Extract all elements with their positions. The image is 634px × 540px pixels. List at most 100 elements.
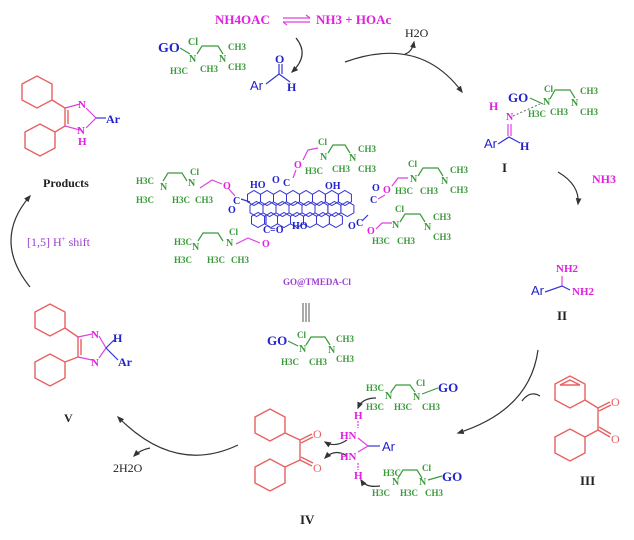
ar-label: Ar (531, 283, 545, 298)
o-label: O (275, 52, 284, 66)
ch3-label: CH3 (397, 236, 416, 246)
h3c-label: H3C (366, 402, 384, 412)
go-label: GO (438, 380, 458, 395)
n-label: N (78, 99, 86, 111)
graphene-ring (316, 211, 330, 229)
n-label: N (392, 477, 400, 488)
o-label: O (372, 183, 380, 194)
intermediate-label-II: II (557, 308, 567, 323)
catalyst-fragment-top: GO Cl N N CH3 CH3 H3C CH3 (158, 37, 247, 76)
h3c-label: H3C (136, 176, 154, 186)
h-label: H (287, 80, 297, 94)
intermediate-III-benzil: O O III (554, 375, 620, 488)
ammonia-addition-arrow-icon (290, 37, 303, 73)
h3c-label: H3C (528, 109, 546, 119)
go-tmeda-cl-catalyst: HO OH HO O C O Cl N N CH3 CH3 H3C CH3 O … (136, 137, 469, 287)
oh-label: OH (325, 181, 341, 192)
nh2-label: NH2 (572, 286, 595, 298)
n-label: N (299, 344, 307, 355)
ch3-label: CH3 (580, 107, 599, 117)
h3c-label: H3C (366, 383, 384, 393)
o-label: O (294, 160, 302, 171)
o-label: O (367, 226, 375, 237)
catalyst-name-label: GO@TMEDA-Cl (283, 277, 351, 287)
cl-label: Cl (318, 137, 327, 147)
water-label: H2O (405, 26, 429, 40)
cl-label: Cl (544, 84, 553, 94)
o-label: O (262, 239, 270, 250)
ch3-label: CH3 (228, 42, 247, 52)
cl-label: Cl (408, 159, 417, 169)
shift-label-text: [1,5] H+ shift (27, 235, 91, 249)
hn-label: HN (340, 451, 357, 463)
c-label: C (370, 195, 377, 206)
intermediate-II: NH2 Ar NH2 II (531, 263, 595, 323)
h3c-label: H3C (372, 236, 390, 246)
go-label: GO (442, 469, 462, 484)
n-label: N (441, 176, 449, 187)
n-label: N (188, 178, 196, 189)
n-label: N (419, 477, 427, 488)
h-label: H (354, 410, 363, 422)
ch3-label: CH3 (231, 255, 250, 265)
ch3-label: CH3 (195, 195, 214, 205)
ch3-label: CH3 (358, 164, 377, 174)
ch3-label: CH3 (200, 64, 219, 74)
ch3-label: CH3 (580, 86, 599, 96)
equilibrium-left: NH4OAC (215, 12, 270, 27)
h3c-label: H3C (281, 357, 299, 367)
cl-label: Cl (416, 378, 425, 388)
n-label: N (328, 345, 336, 356)
h3c-label: H3C (395, 186, 413, 196)
ch3-label: CH3 (336, 354, 355, 364)
n-label: N (571, 98, 579, 109)
cl-label: Cl (297, 330, 306, 340)
ch3-label: CH3 (332, 164, 351, 174)
o-label: O (313, 427, 322, 441)
go-label: GO (508, 90, 528, 105)
ch3-label: CH3 (422, 402, 441, 412)
water-release-arrow-icon (404, 40, 416, 55)
double-bond-o-label: =O (270, 225, 284, 236)
h3c-label: H3C (207, 255, 225, 265)
cl-label: Cl (190, 167, 199, 177)
n-label: N (385, 391, 393, 402)
n-label: N (543, 97, 551, 108)
o-label: O (313, 461, 322, 475)
ar-label: Ar (250, 78, 264, 93)
equilibrium-right: NH3 + HOAc (316, 12, 392, 27)
o-label: O (348, 221, 356, 232)
c-label: C (263, 225, 270, 236)
water-release-arrow-icon (132, 447, 151, 458)
aldehyde-structure: Ar O H (250, 52, 297, 94)
cl-label: Cl (395, 204, 404, 214)
n-label: N (320, 152, 328, 163)
c-label: C (356, 218, 363, 229)
proton-arrow-icon (357, 397, 377, 410)
c-label: C (233, 196, 240, 207)
intermediate-label-III: III (580, 473, 595, 488)
h3c-label: H3C (383, 468, 401, 478)
n-label: N (189, 54, 197, 65)
ho-label: HO (292, 221, 308, 232)
step-arrow-I-II-icon (557, 171, 582, 206)
c-label: C (283, 178, 290, 189)
nh2-label: NH2 (556, 263, 579, 275)
n-label: N (160, 182, 168, 193)
h-label: H (78, 136, 87, 148)
h3c-label: H3C (136, 195, 154, 205)
cl-label: Cl (422, 463, 431, 473)
ch3-label: CH3 (450, 185, 469, 195)
ch3-label: CH3 (425, 488, 444, 498)
o-label: O (272, 175, 280, 186)
step-arrow-V-products-icon (10, 194, 31, 288)
ammonia-label: NH3 (592, 172, 616, 186)
ch3-label: CH3 (336, 334, 355, 344)
ho-label: HO (250, 180, 266, 191)
n-label: N (91, 357, 99, 369)
n-label: N (226, 238, 234, 249)
cycle-arrow-to-I-icon (344, 52, 463, 94)
proton-arrow-icon (360, 478, 381, 487)
n-label: N (192, 242, 200, 253)
